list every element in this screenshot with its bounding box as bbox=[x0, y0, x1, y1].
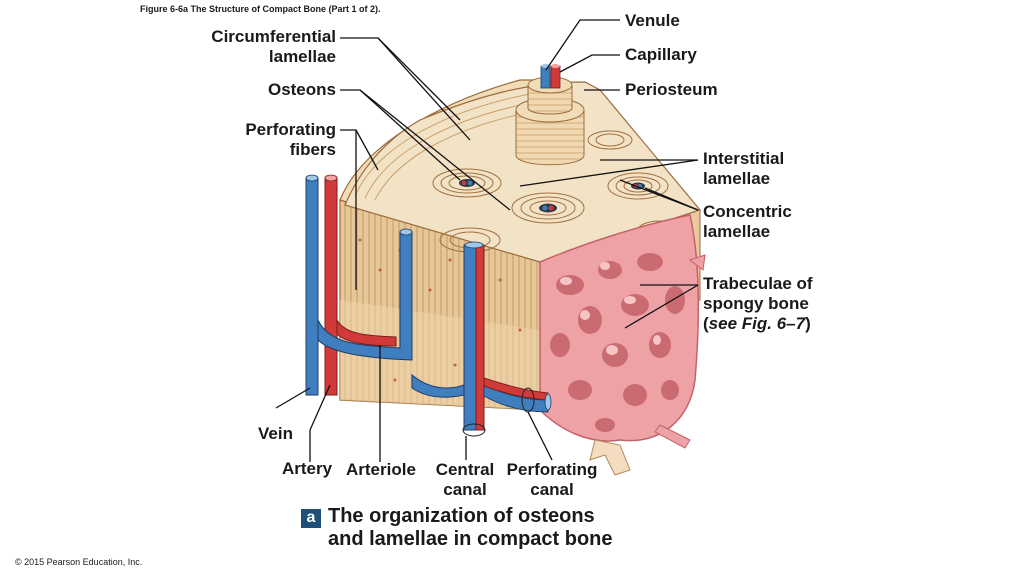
label-vein: Vein bbox=[258, 424, 293, 443]
label-line: Central bbox=[435, 460, 495, 479]
label-line: canal bbox=[530, 480, 574, 499]
copyright-notice: © 2015 Pearson Education, Inc. bbox=[15, 557, 143, 567]
label-artery: Artery bbox=[282, 459, 333, 478]
label-circumferential-lamellae: Circumferential lamellae bbox=[180, 27, 336, 67]
label-paren: ) bbox=[805, 314, 811, 333]
label-line: lamellae bbox=[703, 222, 771, 241]
label-line: Concentric bbox=[703, 202, 792, 221]
label-osteons: Osteons bbox=[267, 80, 336, 99]
periosteum-layers bbox=[515, 64, 585, 166]
panel-title-line: and lamellae in compact bone bbox=[328, 528, 613, 550]
label-concentric-lamellae: Concentric lamellae bbox=[703, 202, 792, 242]
label-line: spongy bone bbox=[703, 294, 809, 313]
label-central-canal: Central canal bbox=[428, 460, 502, 500]
label-perforating-canal: Perforating canal bbox=[503, 460, 601, 500]
panel-title: The organization of osteons and lamellae… bbox=[328, 505, 613, 551]
label-line: canal bbox=[443, 480, 487, 499]
label-line: lamellae bbox=[268, 47, 336, 66]
label-line: Perforating bbox=[245, 120, 336, 139]
figure-reference: see Fig. 6–7 bbox=[708, 314, 806, 333]
figure-caption: Figure 6-6a The Structure of Compact Bon… bbox=[140, 4, 381, 14]
label-line: Circumferential bbox=[211, 27, 336, 46]
label-line: Trabeculae of bbox=[703, 274, 813, 293]
label-line: (see Fig. 6–7) bbox=[703, 314, 813, 334]
label-line: fibers bbox=[289, 140, 336, 159]
leader-lines bbox=[275, 19, 699, 462]
label-interstitial-lamellae: Interstitial lamellae bbox=[703, 149, 784, 189]
panel-badge: a bbox=[301, 509, 321, 528]
label-capillary: Capillary bbox=[625, 45, 697, 64]
label-perforating-fibers: Perforating fibers bbox=[216, 120, 336, 160]
blood-vessels bbox=[305, 174, 552, 437]
label-trabeculae-spongy-bone: Trabeculae of spongy bone (see Fig. 6–7) bbox=[703, 274, 813, 334]
osteon-rings bbox=[432, 130, 683, 253]
spongy-bone-trabeculae bbox=[539, 214, 706, 476]
label-paren: ( bbox=[703, 314, 709, 333]
label-arteriole: Arteriole bbox=[346, 460, 416, 479]
label-periosteum: Periosteum bbox=[625, 80, 718, 99]
label-line: Interstitial bbox=[703, 149, 785, 168]
panel-title-line: The organization of osteons bbox=[328, 505, 595, 527]
label-line: lamellae bbox=[703, 169, 771, 188]
label-line: Perforating bbox=[506, 460, 598, 479]
label-venule: Venule bbox=[625, 11, 680, 30]
